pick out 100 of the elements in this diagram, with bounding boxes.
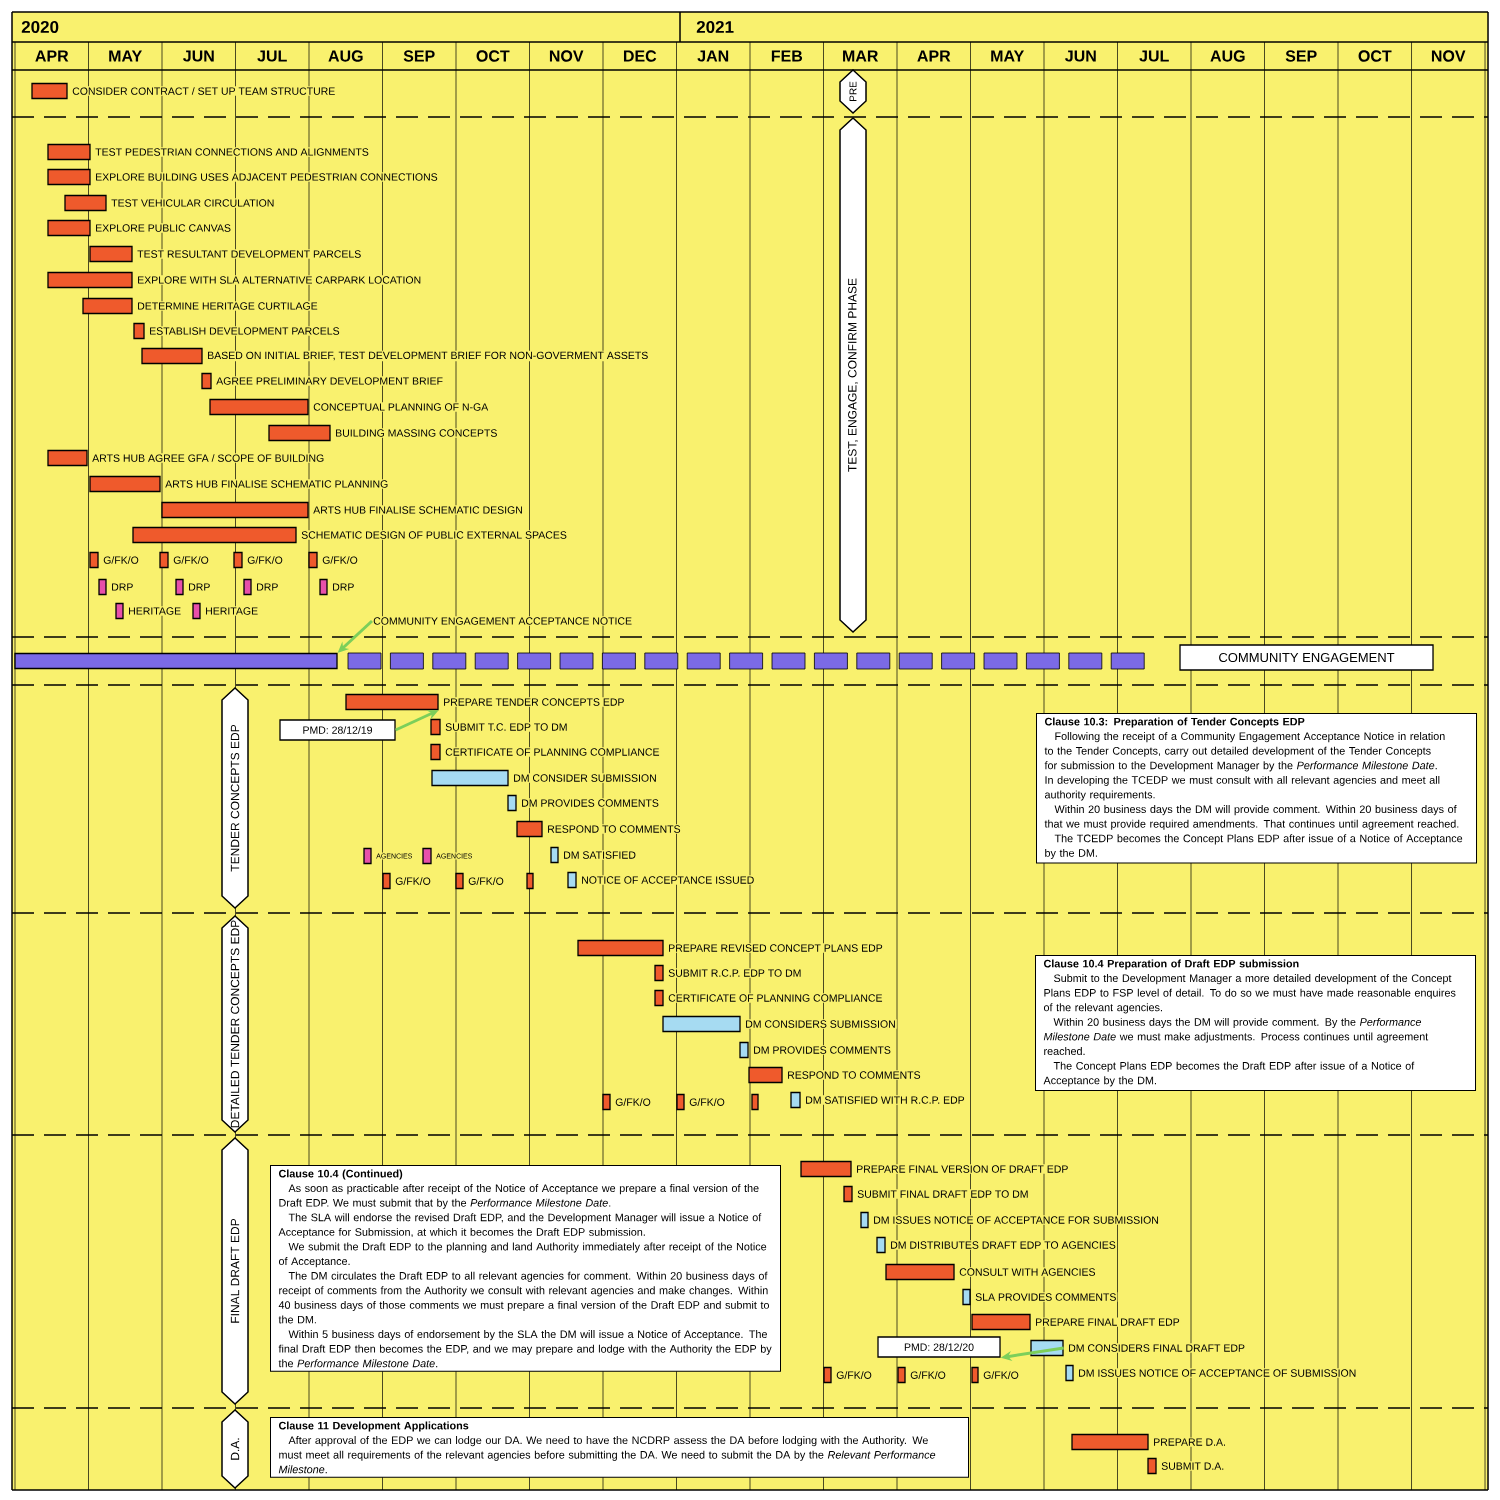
task-bar — [319, 578, 328, 596]
task-bar — [662, 1015, 741, 1033]
task-label: BASED ON INITIAL BRIEF, TEST DEVELOPMENT BRIEF FOR NON-GOVERMENT ASSETS — [206, 350, 650, 362]
clause-heading: Clause 10.4 Preparation of Draft EDP submission — [1043, 959, 1299, 970]
task-label: DM PROVIDES COMMENTS — [520, 798, 660, 808]
task-bar — [47, 449, 88, 467]
task-label: CONSIDER CONTRACT / SET UP TEAM STRUCTURE — [71, 86, 337, 96]
task-label: SUBMIT FINAL DRAFT EDP TO DM — [856, 1189, 1030, 1199]
phase-label: TENDER CONCEPTS EDP — [221, 687, 249, 910]
month-label: APR — [917, 50, 951, 62]
task-label: G/FK/O — [688, 1097, 726, 1107]
phase-label: TEST, ENGAGE, CONFIRM PHASE — [839, 117, 867, 634]
task-label: DRP — [110, 582, 135, 592]
task-label: PREPARE FINAL VERSION OF DRAFT EDP — [855, 1164, 1070, 1174]
task-label: ARTS HUB AGREE GFA / SCOPE OF BUILDING — [91, 453, 326, 463]
clause-paragraph: The TCEDP becomes the Concept Plans EDP after issue of a Notice of Acceptance by the DM. — [1045, 834, 1463, 859]
task-bar — [1065, 1364, 1074, 1382]
task-label: DM CONSIDER SUBMISSION — [512, 773, 658, 783]
task-bar — [430, 718, 441, 736]
phase-label: D.A. — [221, 1409, 249, 1490]
task-label: TEST RESULTANT DEVELOPMENT PARCELS — [136, 249, 363, 259]
year-label: 2021 — [696, 21, 734, 34]
task-label: EXPLORE WITH SLA ALTERNATIVE CARPARK LOCATION — [136, 275, 423, 285]
task-label: RESPOND TO COMMENTS — [546, 824, 682, 834]
clause-paragraph: Following the receipt of a Community Engagement Acceptance Notice in relation to the Tender Concepts, carry out detailed development of the Tender Concepts for submission to the Development Manager by the Performance Milestone Date. In developing the TCEDP we must consult with all relevant agencies and meet all authority requirements. — [1044, 732, 1445, 801]
task-label: SCHEMATIC DESIGN OF PUBLIC EXTERNAL SPACES — [300, 530, 568, 540]
task-label: SUBMIT R.C.P. EDP TO DM — [667, 968, 803, 978]
month-label: DEC — [624, 50, 657, 62]
clause-paragraph: Submit to the Development Manager a more detailed development of the Concept Plans EDP to FSP level of detail. To do so we must have made reasonable enquires of the relevant agencies. — [1043, 974, 1456, 1014]
task-bar — [748, 1066, 783, 1084]
month-label: SEP — [1285, 50, 1317, 62]
task-label: NOTICE OF ACCEPTANCE ISSUED — [580, 875, 756, 885]
task-bar — [800, 1160, 852, 1178]
task-label: CONCEPTUAL PLANNING OF N-GA — [312, 402, 490, 412]
month-label: NOV — [549, 50, 584, 62]
task-bar — [739, 1041, 749, 1059]
task-bar — [526, 872, 534, 890]
month-label: SEP — [403, 50, 435, 62]
task-label: EXPLORE PUBLIC CANVAS — [94, 223, 232, 233]
task-label: TEST VEHICULAR CIRCULATION — [110, 198, 276, 208]
month-label: JUL — [1139, 50, 1169, 62]
task-label: PREPARE REVISED CONCEPT PLANS EDP — [667, 943, 884, 953]
task-bar — [962, 1288, 971, 1306]
task-bar — [209, 398, 309, 416]
task-bar — [516, 820, 543, 838]
task-label: ARTS HUB FINALISE SCHEMATIC DESIGN — [312, 505, 524, 515]
clause-heading: Clause 10.4 (Continued) — [278, 1169, 403, 1180]
task-bar — [233, 551, 243, 569]
month-label: JUN — [1065, 50, 1096, 62]
year-label: 2020 — [21, 21, 59, 34]
task-label: DM CONSIDERS FINAL DRAFT EDP — [1067, 1343, 1246, 1353]
clause-heading: Clause 11 Development Applications — [278, 1421, 469, 1432]
clause-heading: Clause 10.3: Preparation of Tender Concepts EDP — [1044, 717, 1305, 728]
task-label: RESPOND TO COMMENTS — [786, 1070, 922, 1080]
task-bar — [268, 424, 331, 442]
task-bar — [676, 1093, 685, 1111]
task-bar — [308, 551, 318, 569]
task-bar — [430, 743, 441, 761]
task-bar — [161, 501, 309, 519]
task-bar — [64, 194, 107, 212]
task-label: DRP — [331, 582, 356, 592]
task-bar — [654, 964, 664, 982]
task-bar — [876, 1236, 886, 1254]
task-label: DRP — [255, 582, 280, 592]
task-bar — [192, 602, 201, 620]
task-bar — [431, 769, 509, 787]
clause-paragraph: The SLA will endorse the revised Draft EDP, and the Development Manager will issue a Notice of Acceptance for Submission, at which it becomes the Draft EDP submission. — [278, 1213, 762, 1238]
task-bar — [47, 271, 133, 289]
month-label: OCT — [476, 50, 510, 62]
month-label: JUN — [183, 50, 214, 62]
phase-label: FINAL DRAFT EDP — [221, 1137, 249, 1406]
task-label: DETERMINE HERITAGE CURTILAGE — [136, 301, 319, 311]
month-label: AUG — [1210, 50, 1245, 62]
task-bar — [47, 143, 91, 161]
task-label: CERTIFICATE OF PLANNING COMPLIANCE — [444, 747, 661, 757]
clause-paragraph: Within 20 business days the DM will provide comment. By the Performance Milestone Date we must make adjustments. Process continues until agreement reached. — [1043, 1017, 1429, 1056]
task-bar — [577, 939, 664, 957]
task-label: ARTS HUB FINALISE SCHEMATIC PLANNING — [164, 479, 390, 489]
task-bar — [345, 693, 439, 711]
task-bar — [971, 1366, 979, 1384]
clause-paragraph: Within 5 business days of endorsement by the SLA the DM will issue a Notice of Acceptance. The final Draft EDP then becomes the EDP, and we may prepare and lodge with the Authority the EDP by the Performance Milestone Date. — [278, 1330, 772, 1368]
month-label: APR — [35, 50, 69, 62]
clause-paragraph: Within 20 business days the DM will provide comment. Within 20 business days of that we must provide required amendments. That continues until agreement reached. — [1044, 805, 1459, 830]
task-label: TEST PEDESTRIAN CONNECTIONS AND ALIGNMENTS — [94, 147, 370, 157]
task-label: BUILDING MASSING CONCEPTS — [334, 428, 499, 438]
task-label: G/FK/O — [835, 1370, 873, 1380]
label-box: PMD: 28/12/19 — [279, 719, 396, 741]
task-label: DM CONSIDERS SUBMISSION — [744, 1019, 897, 1029]
task-label: SUBMIT T.C. EDP TO DM — [444, 722, 569, 732]
clause-paragraph: We submit the Draft EDP to the planning and land Authority immediately after receipt of the Notice of Acceptance. — [278, 1242, 767, 1268]
callout-text: COMMUNITY ENGAGEMENT ACCEPTANCE NOTICE — [372, 616, 633, 626]
task-bar — [455, 872, 464, 890]
month-label: MAY — [109, 50, 142, 62]
task-label: SUBMIT D.A. — [1160, 1461, 1226, 1471]
task-bar — [422, 847, 432, 865]
task-label: ESTABLISH DEVELOPMENT PARCELS — [148, 326, 341, 336]
task-bar — [550, 846, 559, 864]
task-bar — [1071, 1433, 1149, 1451]
task-label: G/FK/O — [172, 555, 210, 565]
task-label: DM SATISFIED WITH R.C.P. EDP — [804, 1095, 966, 1105]
